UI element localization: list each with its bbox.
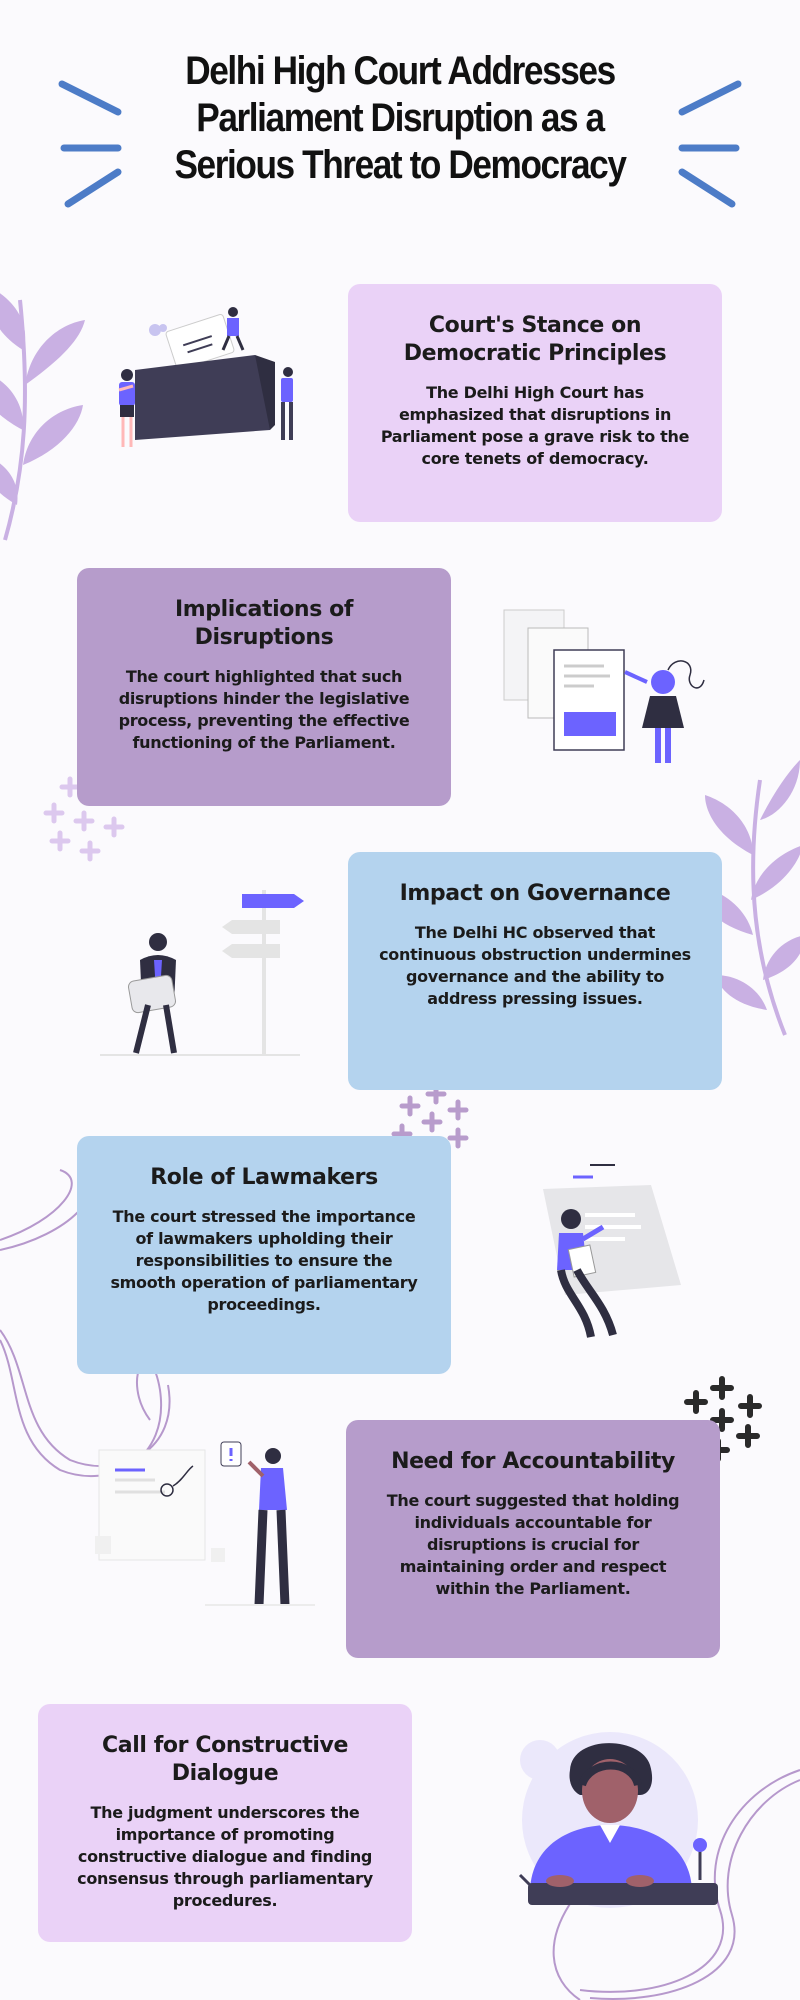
page-title: Delhi High Court Addresses Parliament Di… <box>130 48 670 189</box>
title-dashes-right-icon <box>678 80 742 208</box>
title-line-1: Delhi High Court Addresses <box>185 49 616 93</box>
section-card-governance: Impact on Governance The Delhi HC observ… <box>348 852 722 1090</box>
section-title: Implications of Disruptions <box>174 597 354 650</box>
section-title: Role of Lawmakers <box>150 1165 378 1190</box>
section-title: Court's Stance on Democratic Principles <box>403 313 667 366</box>
section-body: The judgment underscores the importance … <box>77 1803 373 1910</box>
section-body: The court highlighted that such disrupti… <box>118 667 410 752</box>
section-card-court-stance: Court's Stance on Democratic Principles … <box>348 284 722 522</box>
section-body: The court suggested that holding individ… <box>386 1491 680 1598</box>
section-card-accountability: Need for Accountability The court sugges… <box>346 1420 720 1658</box>
signpost-person-illustration <box>100 890 304 1056</box>
ballot-box-voting-illustration <box>118 307 293 447</box>
leaf-branch-icon <box>0 293 85 541</box>
section-title: Call for Constructive Dialogue <box>102 1733 348 1786</box>
section-body: The Delhi HC observed that continuous ob… <box>379 923 691 1008</box>
title-line-3: Serious Threat to Democracy <box>174 143 626 187</box>
news-anchor-illustration <box>518 1732 718 1908</box>
section-title: Need for Accountability <box>391 1449 675 1474</box>
section-title: Impact on Governance <box>399 881 671 906</box>
documents-person-illustration <box>503 609 705 763</box>
decorative-swirl <box>552 1769 800 2000</box>
section-body: The court stressed the importance of law… <box>110 1207 418 1314</box>
title-line-2: Parliament Disruption as a <box>196 96 605 140</box>
section-card-lawmakers: Role of Lawmakers The court stressed the… <box>77 1136 451 1374</box>
section-body: The Delhi High Court has emphasized that… <box>380 383 690 468</box>
document-person-illustration <box>543 1164 681 1338</box>
section-card-constructive-dialogue: Call for Constructive Dialogue The judgm… <box>38 1704 412 1942</box>
title-dashes-left-icon <box>58 80 122 208</box>
section-card-implications: Implications of Disruptions The court hi… <box>77 568 451 806</box>
idea-board-person-illustration <box>95 1441 315 1606</box>
